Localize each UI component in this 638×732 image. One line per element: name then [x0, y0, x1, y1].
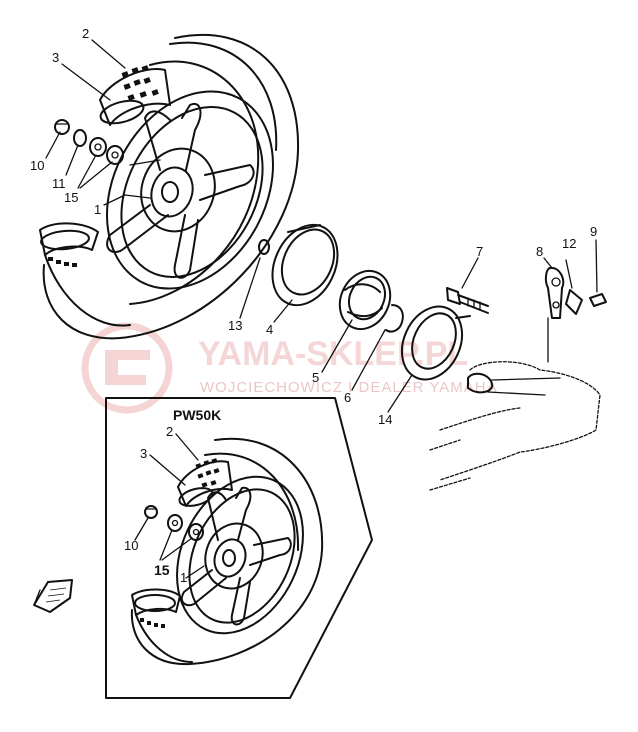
- inset-callout-10: 10: [124, 538, 138, 553]
- callout-3: 3: [52, 50, 59, 65]
- callout-14: 14: [378, 412, 392, 427]
- part-14-brake-plate: [400, 305, 471, 381]
- callout-1: 1: [94, 202, 101, 217]
- front-arrow-icon: [33, 579, 73, 613]
- callout-2: 2: [82, 26, 89, 41]
- callout-10: 10: [30, 158, 44, 173]
- callout-6: 6: [344, 390, 351, 405]
- callout-8: 8: [536, 244, 543, 259]
- inset-callout-3: 3: [140, 446, 147, 461]
- part-5-brake-shoes: [338, 269, 392, 331]
- callout-13: 13: [228, 318, 242, 333]
- part-4-brake-drum: [271, 223, 339, 307]
- watermark-tagline: WOJCIECHOWICZ I DEALER YAMAHA: [200, 379, 498, 396]
- part-13-seal: [258, 239, 270, 255]
- inset-title: PW50K: [173, 407, 221, 423]
- part-8-cam-lever: [544, 266, 565, 319]
- part-9-bolt: [589, 239, 607, 307]
- engine-outline: [429, 361, 601, 491]
- part-6-clip: [385, 304, 404, 333]
- inset-callout-15: 15: [154, 562, 170, 578]
- part-12-spring: [565, 259, 583, 315]
- callout-15: 15: [64, 190, 78, 205]
- main-wheel: [39, 33, 300, 340]
- part-7-axle: [446, 287, 489, 314]
- callout-9: 9: [590, 224, 597, 239]
- leader-lines-main: [45, 39, 553, 413]
- nut-washer-group-main: [54, 119, 124, 165]
- callout-4: 4: [266, 322, 273, 337]
- inset-callout-1: 1: [180, 570, 187, 585]
- callout-12: 12: [562, 236, 576, 251]
- callout-5: 5: [312, 370, 319, 385]
- callout-7: 7: [476, 244, 483, 259]
- callout-11: 11: [52, 176, 66, 191]
- inset-callout-2: 2: [166, 424, 173, 439]
- inset-panel: PW50K: [105, 397, 373, 699]
- callouts-main: 2 3 10 11 15 1 13 4 5 6 14 7 8 12 9: [30, 26, 597, 427]
